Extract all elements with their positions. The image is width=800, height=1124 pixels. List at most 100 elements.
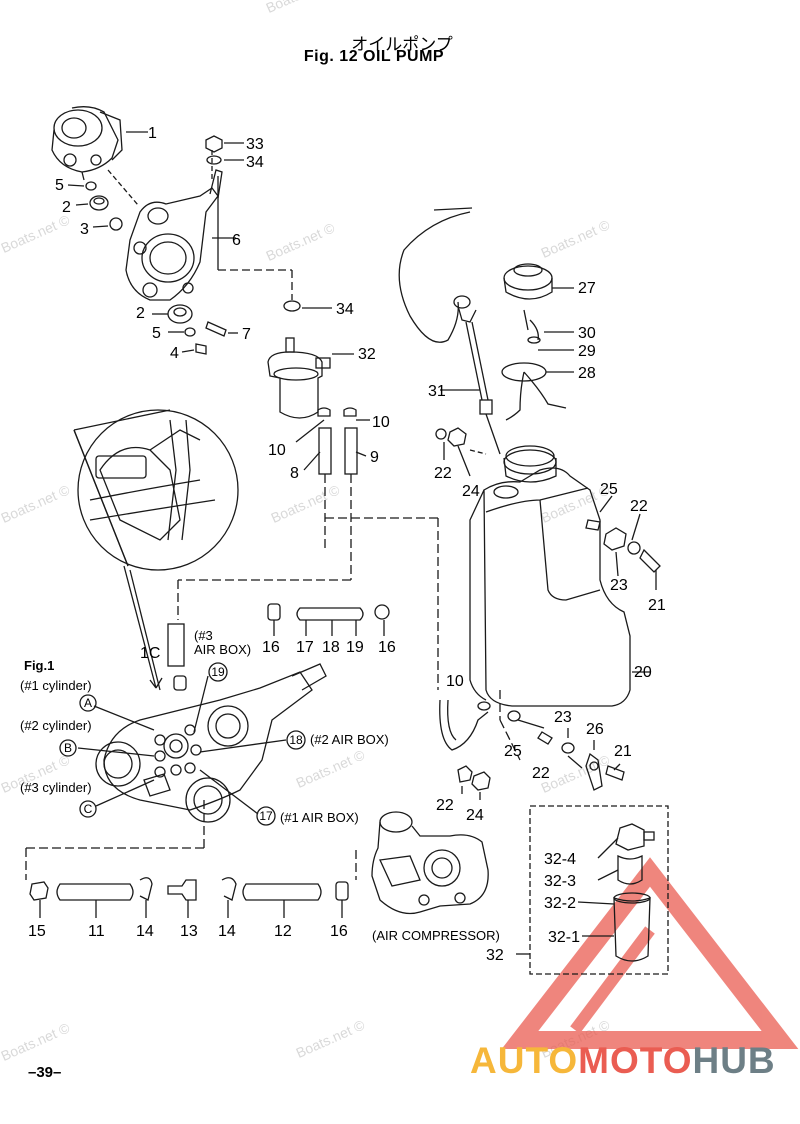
fig1-port-markers <box>59 662 306 826</box>
hose-caps-and-tubes <box>295 407 370 475</box>
callout-1: 1 <box>148 125 157 142</box>
air-compressor-label: (AIR COMPRESSOR) <box>372 928 500 943</box>
callout-30: 30 <box>578 325 596 342</box>
air-box-3-label-b: AIR BOX) <box>194 642 251 657</box>
title-japanese: オイルポンプ <box>351 35 453 55</box>
air-box-1-label: (#1 AIR BOX) <box>280 810 359 825</box>
port-19-label: 19 <box>211 665 225 679</box>
callout-28: 28 <box>578 365 596 382</box>
callout-22: 22 <box>630 498 648 515</box>
callout-11: 11 <box>88 923 105 940</box>
brand-part-hub: HUB <box>692 1040 776 1081</box>
fig1-manifold-plate <box>77 623 327 823</box>
figure-title: Fig. 12 OIL PUMP <box>303 48 445 65</box>
callout-16: 16 <box>262 639 280 656</box>
callout-32: 32 <box>486 947 504 964</box>
callout-24: 24 <box>466 807 484 824</box>
oil-tank-drawing <box>469 445 650 707</box>
port-17-label: 17 <box>259 809 273 823</box>
callout-10: 10 <box>446 673 464 690</box>
callout-7: 7 <box>242 326 251 343</box>
callout-16: 16 <box>330 923 348 940</box>
small-fasteners-upper <box>67 181 123 231</box>
callout-13: 13 <box>180 923 198 940</box>
callout-12: 12 <box>274 923 292 940</box>
callout-10: 10 <box>372 414 390 431</box>
air-box-3-label: (#3 <box>194 628 213 643</box>
port-18-label: 18 <box>289 733 303 747</box>
callout-22: 22 <box>434 465 452 482</box>
port-c-label: C <box>84 802 93 816</box>
fig1-port-labels: A B C 19 18 17 <box>64 665 303 823</box>
callout-33: 33 <box>246 136 264 153</box>
brand-part-auto: AUTO <box>470 1040 579 1081</box>
filter-breakdown-box <box>516 805 669 975</box>
callout-3: 3 <box>80 221 89 238</box>
callout-2: 2 <box>136 305 145 322</box>
callout-21: 21 <box>614 743 632 760</box>
lower-hose-row <box>29 877 349 918</box>
callout-31: 31 <box>428 383 446 400</box>
callout-9: 9 <box>370 449 379 466</box>
fig1-labels: Fig.1 (#1 cylinder) (#2 cylinder) (#3 cy… <box>20 628 500 943</box>
small-fasteners-lower <box>152 304 238 355</box>
callout-18: 18 <box>322 639 340 656</box>
callout-5: 5 <box>152 325 161 342</box>
air-box-2-label: (#2 AIR BOX) <box>310 732 389 747</box>
callout-15: 15 <box>28 923 46 940</box>
callout-19: 19 <box>346 639 364 656</box>
nut-and-washer-upper <box>205 135 332 312</box>
callout-32-1: 32-1 <box>548 929 580 946</box>
cylinder-3-label: (#3 cylinder) <box>20 780 92 795</box>
routing-lines <box>25 474 521 880</box>
callout-34: 34 <box>246 154 264 171</box>
callout-14: 14 <box>136 923 154 940</box>
callout-labels: 1 5 2 3 6 2 5 4 7 33 34 34 32 10 10 8 9 … <box>28 125 666 964</box>
callout-23: 23 <box>610 577 628 594</box>
callout-34: 34 <box>336 301 354 318</box>
callout-20: 20 <box>634 664 652 681</box>
port-a-label: A <box>84 696 92 710</box>
callout-10: 10 <box>268 442 286 459</box>
callout-22: 22 <box>532 765 550 782</box>
page-number: –39– <box>28 1064 62 1081</box>
cylinder-1-label: (#1 cylinder) <box>20 678 92 693</box>
air-compressor-drawing <box>371 811 489 915</box>
callout-6: 6 <box>232 232 241 249</box>
callout-32-3: 32-3 <box>544 873 576 890</box>
callout-22: 22 <box>436 797 454 814</box>
brand-logo-text: AUTOMOTOHUB <box>470 1040 776 1082</box>
callout-2: 2 <box>62 199 71 216</box>
brand-part-moto: MOTO <box>578 1040 693 1081</box>
cylinder-2-label: (#2 cylinder) <box>20 718 92 733</box>
callout-16: 16 <box>378 639 396 656</box>
callout-32-4: 32-4 <box>544 851 576 868</box>
port-b-label: B <box>64 741 72 755</box>
tank-mount-hardware <box>435 427 661 590</box>
callout-27: 27 <box>578 280 596 297</box>
tank-cap-assembly <box>501 263 574 421</box>
callout-24: 24 <box>462 483 480 500</box>
callout-17: 17 <box>296 639 314 656</box>
callout-29: 29 <box>578 343 596 360</box>
pump-bracket-drawing <box>125 169 236 301</box>
callout-8: 8 <box>290 465 299 482</box>
tank-lower-fittings <box>439 699 625 800</box>
callout-21: 21 <box>648 597 666 614</box>
callout-23: 23 <box>554 709 572 726</box>
callout-10: 1C <box>140 645 160 662</box>
callout-4: 4 <box>170 345 179 362</box>
level-sensor-drawing <box>398 207 501 455</box>
callout-14: 14 <box>218 923 236 940</box>
oil-pump-drawing <box>51 106 148 181</box>
adapter-and-hose-row <box>267 603 390 636</box>
callout-25: 25 <box>600 481 618 498</box>
callout-25: 25 <box>504 743 522 760</box>
callout-32: 32 <box>358 346 376 363</box>
brand-triangle-logo <box>501 857 799 1049</box>
callout-32-2: 32-2 <box>544 895 576 912</box>
oil-filter-drawing <box>267 337 354 419</box>
callout-5: 5 <box>55 177 64 194</box>
